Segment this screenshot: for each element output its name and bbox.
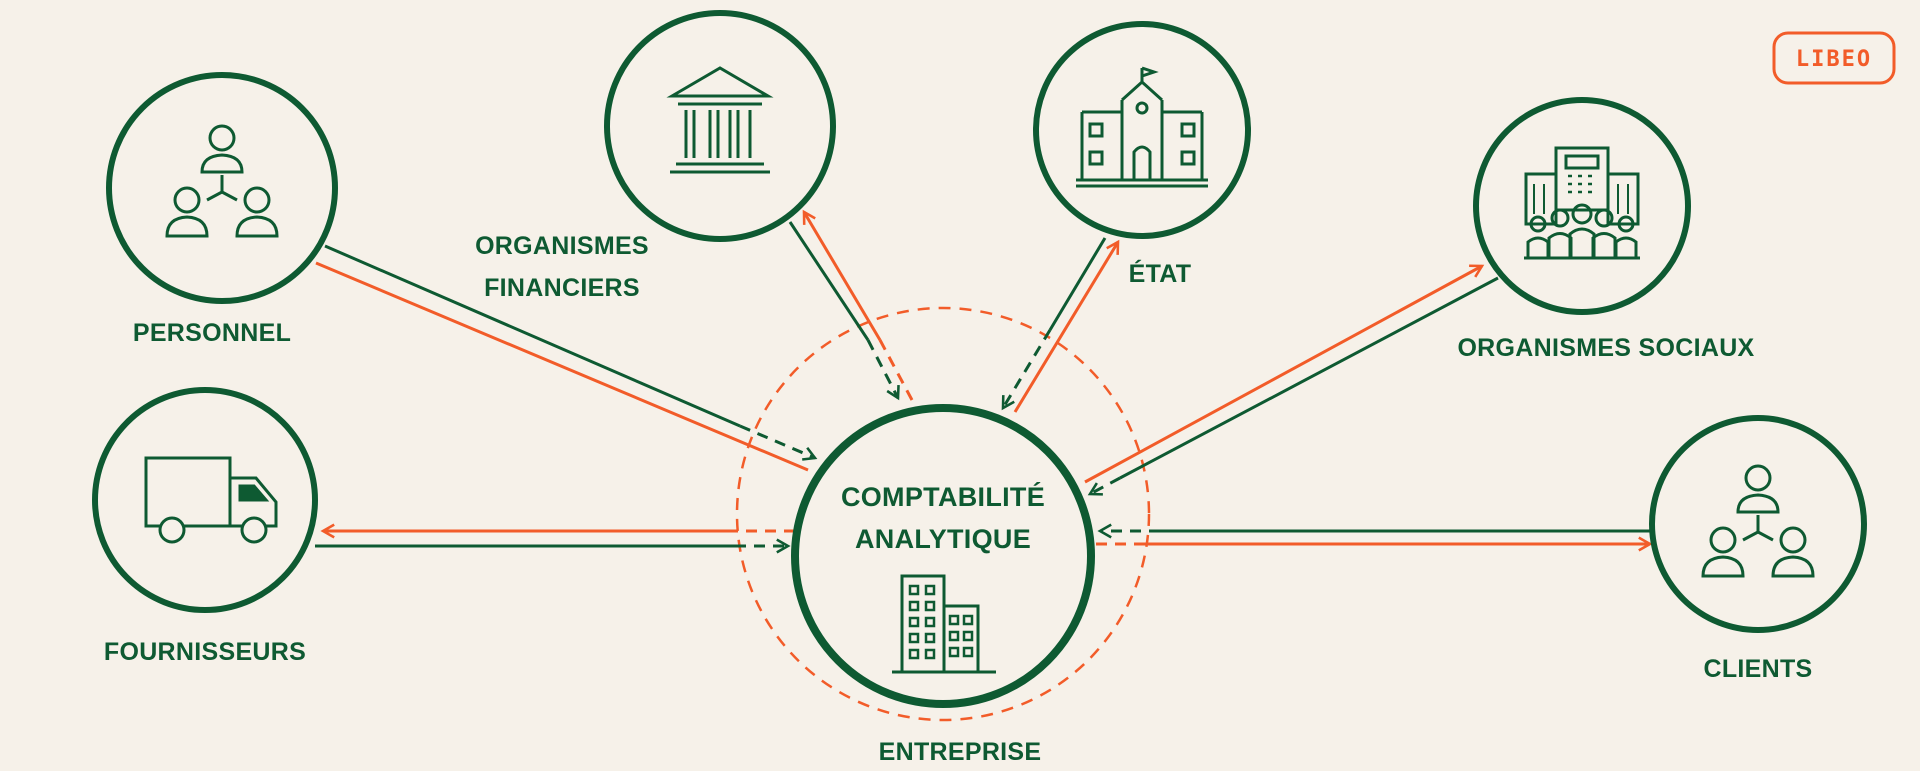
etat-label: ÉTAT [1129,259,1192,288]
libeo-logo-text: LIBEO [1796,47,1872,72]
financiers-label-line1: ORGANISMES [475,232,649,260]
financiers-connectors [788,209,914,401]
center-title-line1: COMPTABILITÉ [841,481,1045,512]
government-building-icon [1076,66,1208,188]
node-personnel: PERSONNEL [106,72,338,347]
financiers-label-line2: FINANCIERS [484,274,640,302]
node-organismes-financiers: ORGANISMES FINANCIERS [475,10,836,302]
center-caption: ENTREPRISE [879,738,1042,766]
center-dashed-ring [735,306,1151,722]
clients-connectors [1096,523,1653,552]
people-network-icon [165,124,279,238]
sociaux-label: ORGANISMES SOCIAUX [1457,334,1754,362]
node-etat: ÉTAT [1033,21,1251,288]
bank-icon [666,66,774,174]
etat-connectors [1001,237,1120,413]
fournisseurs-connectors [315,523,795,554]
node-clients: CLIENTS [1649,415,1867,683]
personnel-connectors [315,244,818,472]
libeo-logo: LIBEO [1772,31,1896,85]
node-organismes-sociaux: ORGANISMES SOCIAUX [1457,97,1754,362]
delivery-truck-icon [144,456,278,544]
fournisseurs-label: FOURNISSEURS [104,638,306,666]
office-people-icon [1524,146,1640,260]
center-title-line2: ANALYTIQUE [855,524,1031,554]
node-center-entreprise: COMPTABILITÉ ANALYTIQUE ENTREPRISE [791,404,1095,766]
node-fournisseurs: FOURNISSEURS [92,387,318,666]
personnel-label: PERSONNEL [133,319,291,347]
sociaux-connectors [1084,264,1499,496]
clients-label: CLIENTS [1703,655,1812,683]
people-network-icon [1701,464,1815,578]
office-buildings-icon [892,574,996,674]
